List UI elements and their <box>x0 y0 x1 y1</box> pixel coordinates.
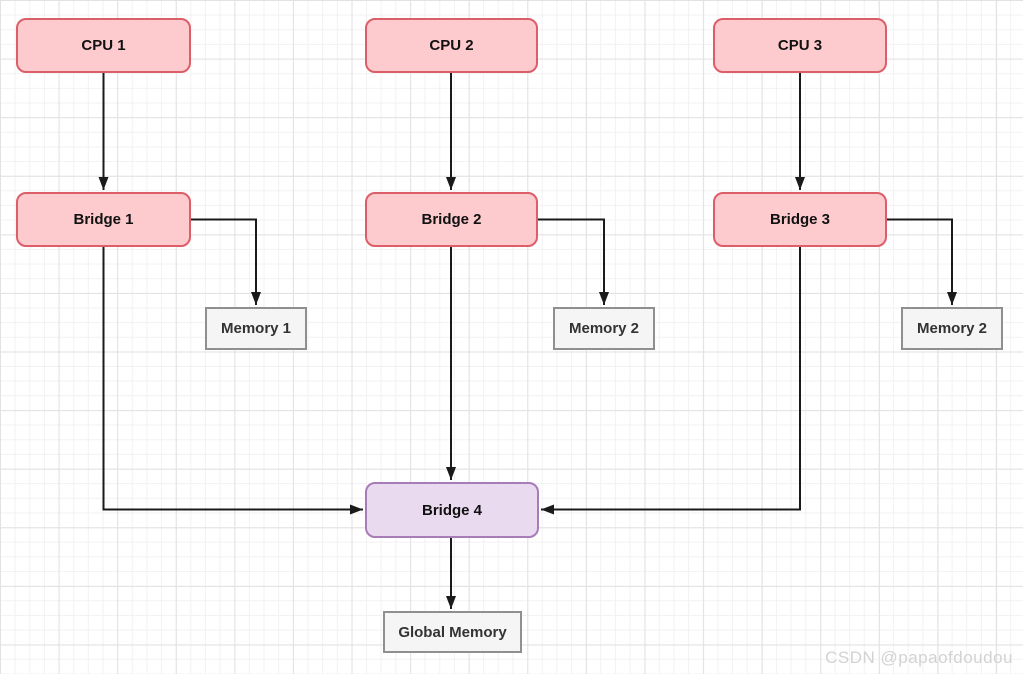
node-bridge-4: Bridge 4 <box>365 482 539 538</box>
node-memory-1: Memory 1 <box>205 307 307 350</box>
node-bridge-2: Bridge 2 <box>365 192 538 247</box>
edge-bridge-3-to-bridge-4 <box>541 247 801 515</box>
node-memory-2-right: Memory 2 <box>901 307 1003 350</box>
edge-bridge-1-to-bridge-4 <box>102 247 363 515</box>
node-bridge-3: Bridge 3 <box>713 192 887 247</box>
node-cpu-1: CPU 1 <box>16 18 191 73</box>
node-memory-2-mid: Memory 2 <box>553 307 655 350</box>
edge-bridge-3-to-memory-2-right <box>887 218 957 305</box>
node-global-memory: Global Memory <box>383 611 522 653</box>
node-bridge-1: Bridge 1 <box>16 192 191 247</box>
csdn-watermark: CSDN @papaofdoudou <box>825 648 1013 667</box>
node-cpu-3: CPU 3 <box>713 18 887 73</box>
edge-bridge-2-to-memory-2-mid <box>538 218 609 305</box>
node-cpu-2: CPU 2 <box>365 18 538 73</box>
edge-bridge-1-to-memory-1 <box>191 218 261 305</box>
